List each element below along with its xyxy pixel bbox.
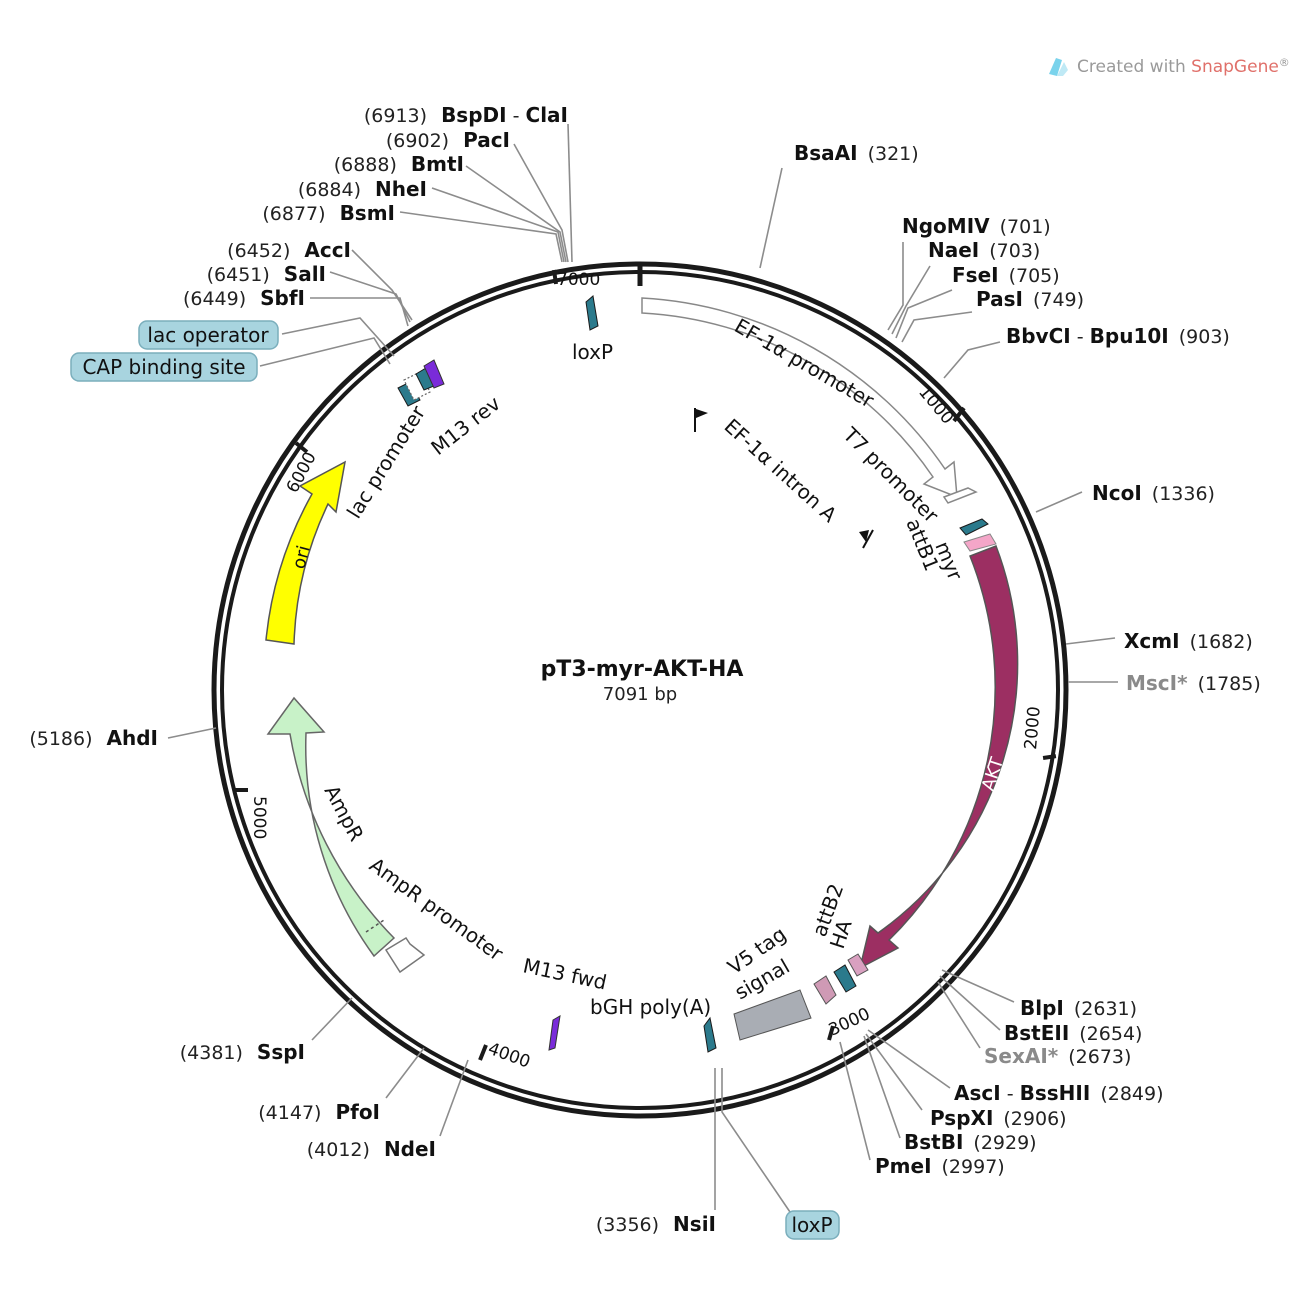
site-bsmi[interactable]: (6877)BsmI <box>262 201 395 225</box>
ef1a-promoter-feature[interactable] <box>641 297 958 499</box>
loxp-feature-top[interactable] <box>585 295 599 331</box>
ori-feature[interactable] <box>265 460 347 645</box>
svg-text:CAP binding site: CAP binding site <box>82 355 245 379</box>
v5-tag-feature[interactable] <box>813 975 837 1005</box>
lac-operator-box[interactable]: lac operator <box>138 320 279 350</box>
m13-rev-label: M13 rev <box>426 391 505 460</box>
loxp-label-top: loxP <box>572 340 613 364</box>
branding: Created with SnapGene® <box>1077 56 1290 77</box>
site-bstbi[interactable]: BstBI(2929) <box>904 1130 1037 1154</box>
tick-label-7000: 7000 <box>557 270 600 290</box>
site-asci-bsshii[interactable]: AscI - BssHII(2849) <box>954 1081 1164 1105</box>
site-msci[interactable]: MscI*(1785) <box>1126 671 1261 695</box>
m13-fwd-label: M13 fwd <box>521 953 609 994</box>
site-bsaai[interactable]: BsaAI(321) <box>794 141 919 165</box>
bgh-polya-feature[interactable] <box>733 989 812 1041</box>
svg-text:lac operator: lac operator <box>147 323 269 347</box>
ef1a-intron-label: EF-1α intron A <box>720 414 842 527</box>
site-paci[interactable]: (6902)PacI <box>386 128 510 152</box>
site-pfoi[interactable]: (4147)PfoI <box>258 1100 380 1124</box>
site-ahdi[interactable]: (5186)AhdI <box>29 726 158 750</box>
lac-promoter-label: lac promoter <box>342 401 431 523</box>
site-sexai[interactable]: SexAI*(2673) <box>984 1044 1131 1068</box>
loxp-feature-bottom[interactable] <box>703 1016 717 1053</box>
site-bbvci-bpu10i[interactable]: BbvCI - Bpu10I(903) <box>1006 324 1230 348</box>
m13-rev-feature[interactable] <box>423 359 445 389</box>
ampr-label: AmpR <box>320 781 369 845</box>
plasmid-name: pT3-myr-AKT-HA <box>541 657 744 682</box>
bgh-polya-label: bGH poly(A) <box>590 995 711 1019</box>
cap-binding-site-box[interactable]: CAP binding site <box>70 352 258 382</box>
ampr-feature[interactable] <box>266 696 396 958</box>
site-pmei[interactable]: PmeI(2997) <box>875 1154 1005 1178</box>
site-fsei[interactable]: FseI(705) <box>952 263 1060 287</box>
snapgene-logo-icon <box>1049 58 1068 76</box>
plasmid-length: 7091 bp <box>603 684 677 705</box>
ampr-divider <box>365 919 385 933</box>
attb1-feature[interactable] <box>959 518 989 536</box>
myr-feature[interactable] <box>963 533 997 552</box>
site-acci[interactable]: (6452)AccI <box>227 238 351 262</box>
ef1a-intron-flag-start <box>694 408 708 432</box>
site-sali[interactable]: (6451)SalI <box>207 262 326 286</box>
site-bsteii[interactable]: BstEII(2654) <box>1004 1021 1142 1045</box>
ef1a-intron-flag-end <box>859 529 874 549</box>
site-nsii[interactable]: (3356)NsiI <box>596 1212 716 1236</box>
site-pspxi[interactable]: PspXI(2906) <box>930 1106 1067 1130</box>
tick-label-5000: 5000 <box>249 796 269 839</box>
site-naei[interactable]: NaeI(703) <box>928 238 1040 262</box>
site-ngomiv[interactable]: NgoMIV(701) <box>902 214 1051 238</box>
ha-feature[interactable] <box>847 953 869 977</box>
site-ncoi[interactable]: NcoI(1336) <box>1092 481 1215 505</box>
tick-label-4000: 4000 <box>485 1039 532 1073</box>
attb2-feature[interactable] <box>833 964 857 993</box>
tick-label-1000: 1000 <box>914 382 957 428</box>
svg-text:loxP: loxP <box>791 1213 832 1237</box>
site-bspdi-clai[interactable]: (6913)BspDI - ClaI <box>364 103 568 127</box>
ampr-promoter-feature[interactable] <box>384 936 426 974</box>
loxp-box[interactable]: loxP <box>785 1210 840 1240</box>
akt-feature[interactable] <box>858 545 1019 970</box>
ef1a-promoter-label: EF-1α promoter <box>731 314 879 413</box>
site-sbfi[interactable]: (6449)SbfI <box>183 286 305 310</box>
t7-promoter-label: T7 promoter <box>838 422 944 528</box>
site-blpi[interactable]: BlpI(2631) <box>1020 996 1137 1020</box>
site-pasi[interactable]: PasI(749) <box>976 287 1084 311</box>
site-sspi[interactable]: (4381)SspI <box>180 1040 305 1064</box>
site-xcmi[interactable]: XcmI(1682) <box>1124 629 1253 653</box>
site-bmti[interactable]: (6888)BmtI <box>334 152 464 176</box>
t7-promoter-feature[interactable] <box>942 487 978 504</box>
m13-fwd-feature[interactable] <box>548 1015 561 1051</box>
site-nhei[interactable]: (6884)NheI <box>298 177 427 201</box>
scale-ticks <box>234 269 1057 1061</box>
site-ndei[interactable]: (4012)NdeI <box>307 1137 436 1161</box>
tick-label-2000: 2000 <box>1021 706 1045 751</box>
leader-lines <box>167 123 1118 1213</box>
